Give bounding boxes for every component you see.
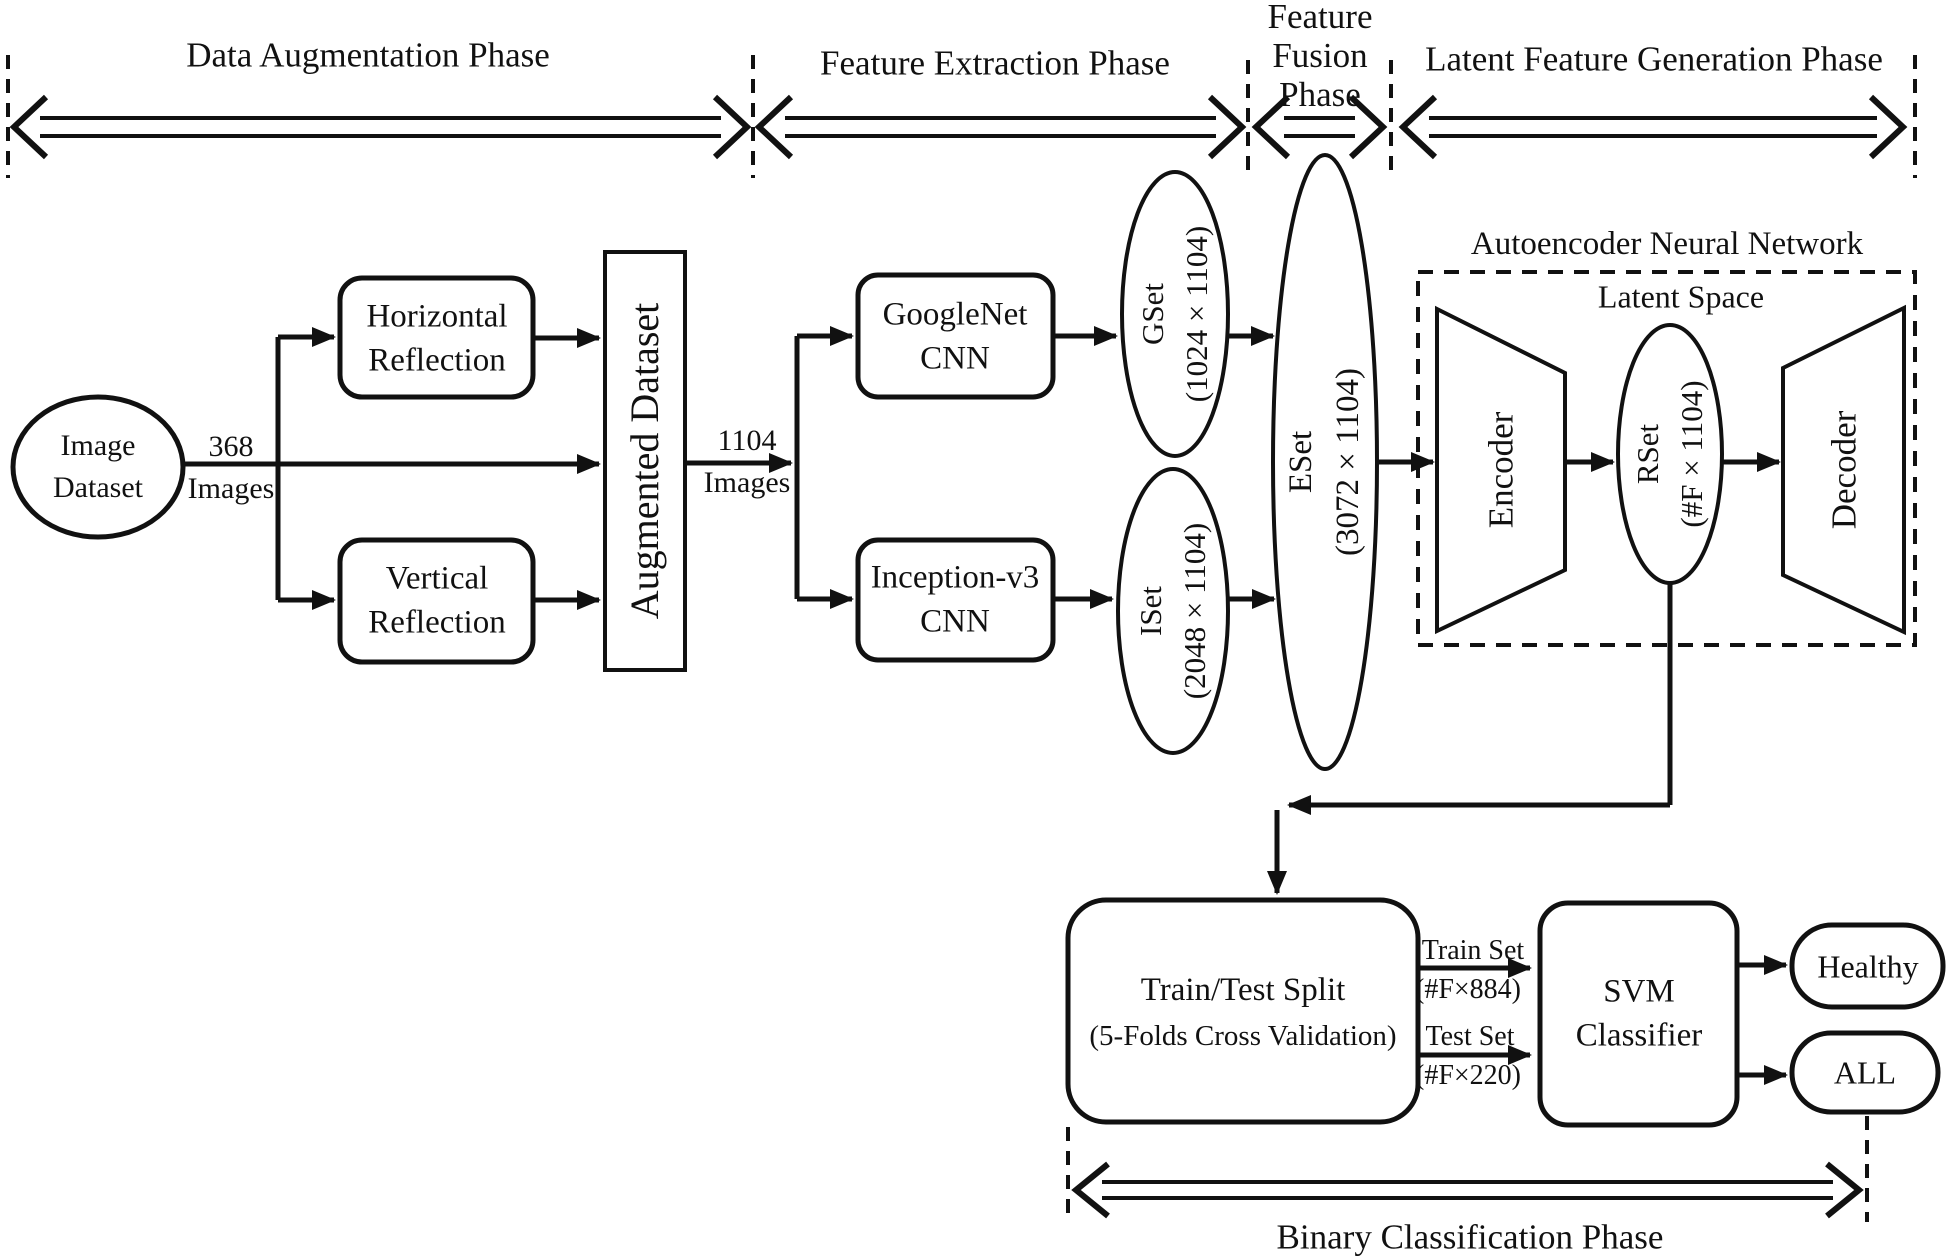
svm-line1: SVM	[1603, 973, 1675, 1010]
image-dataset-line1: Image	[60, 429, 136, 462]
rset-label: RSet (#F × 1104)	[1626, 380, 1714, 527]
vertical-reflection-line1: Vertical	[385, 560, 489, 597]
feature-fusion-line2: Fusion	[1272, 36, 1368, 76]
inception-label: Inception-v3 CNN	[871, 556, 1040, 643]
phase-span-arrows	[9, 94, 1908, 160]
googlenet-line1: GoogleNet	[882, 296, 1028, 333]
eset-label: ESet (3072 × 1104)	[1278, 368, 1372, 556]
googlenet-line2: CNN	[920, 340, 990, 376]
horizontal-reflection-label: Horizontal Reflection	[366, 295, 507, 382]
encoder-label: Encoder	[1481, 411, 1521, 529]
iset-ellipse	[1116, 467, 1230, 755]
count-1104-label: 1104 Images	[704, 420, 791, 504]
horizontal-reflection-line2: Reflection	[368, 342, 506, 378]
all-pill	[1789, 1030, 1941, 1115]
phase-label-feature-extraction: Feature Extraction Phase	[820, 43, 1170, 83]
decoder-label: Decoder	[1824, 410, 1864, 530]
image-dataset-line2: Dataset	[53, 471, 143, 504]
encoder-trapezoid	[1435, 305, 1567, 635]
feature-fusion-line1: Feature	[1267, 0, 1373, 37]
googlenet-label: GoogleNet CNN	[883, 293, 1028, 380]
rset-name: RSet	[1629, 423, 1665, 485]
vertical-reflection-line2: Reflection	[368, 604, 506, 640]
train-test-split-box	[1065, 897, 1421, 1125]
eset-dim: (3072 × 1104)	[1330, 368, 1366, 556]
phase-label-latent-feature-generation: Latent Feature Generation Phase	[1425, 39, 1883, 79]
svm-classifier-label: SVM Classifier	[1576, 970, 1702, 1057]
autoencoder-title: Autoencoder Neural Network	[1470, 225, 1864, 262]
binary-phase-divider-lines	[1066, 1116, 1869, 1222]
latent-space-label: Latent Space	[1597, 278, 1765, 315]
count-368-label: 368 Images	[188, 426, 275, 510]
rset-dim: (#F × 1104)	[1674, 380, 1709, 528]
svm-line2: Classifier	[1575, 1017, 1703, 1053]
phase-label-binary-classification: Binary Classification Phase	[1276, 1217, 1664, 1257]
iset-dim: (2048 × 1104)	[1177, 522, 1212, 700]
vertical-reflection-label: Vertical Reflection	[368, 557, 505, 644]
gset-ellipse	[1120, 170, 1230, 458]
healthy-label: Healthy	[1817, 948, 1919, 985]
test-set-dim: (#F×220)	[1414, 1059, 1522, 1091]
test-set-label: Test Set	[1425, 1020, 1515, 1052]
healthy-pill	[1789, 922, 1946, 1010]
train-set-dim: (#F×884)	[1414, 973, 1522, 1005]
iset-label: ISet (2048 × 1104)	[1129, 523, 1217, 699]
image-dataset-ellipse	[10, 394, 186, 540]
decoder-trapezoid	[1781, 304, 1906, 636]
count-368-number: 368	[208, 430, 254, 463]
binary-phase-span-arrow	[1071, 1161, 1864, 1219]
phase-label-data-augmentation: Data Augmentation Phase	[186, 35, 550, 75]
horizontal-reflection-line1: Horizontal	[366, 298, 508, 335]
augmented-dataset-label: Augmented Dataset	[622, 302, 667, 620]
svm-classifier-box	[1537, 900, 1740, 1128]
phase-label-feature-fusion: Feature Fusion Phase	[1268, 0, 1373, 115]
gset-name: GSet	[1134, 283, 1170, 346]
count-1104-unit: Images	[703, 466, 791, 499]
all-label: ALL	[1833, 1054, 1897, 1091]
image-dataset-label: Image Dataset	[53, 425, 143, 509]
gset-dim: (1024 × 1104)	[1179, 225, 1214, 403]
cross-validation-label: (5-Folds Cross Validation)	[1089, 1020, 1397, 1053]
gset-label: GSet (1024 × 1104)	[1131, 226, 1219, 402]
inception-line1: Inception-v3	[870, 559, 1040, 596]
train-test-split-label: Train/Test Split	[1140, 972, 1346, 1009]
phase-divider-lines	[6, 55, 1917, 178]
autoencoder-dashed-box	[1416, 270, 1917, 647]
train-set-label: Train Set	[1421, 934, 1525, 966]
eset-name: ESet	[1283, 430, 1320, 494]
inception-line2: CNN	[920, 603, 990, 639]
count-368-unit: Images	[187, 472, 275, 505]
count-1104-number: 1104	[717, 424, 777, 457]
flow-arrows	[183, 326, 1788, 1085]
iset-name: ISet	[1132, 586, 1168, 636]
feature-fusion-line3: Phase	[1279, 75, 1361, 115]
